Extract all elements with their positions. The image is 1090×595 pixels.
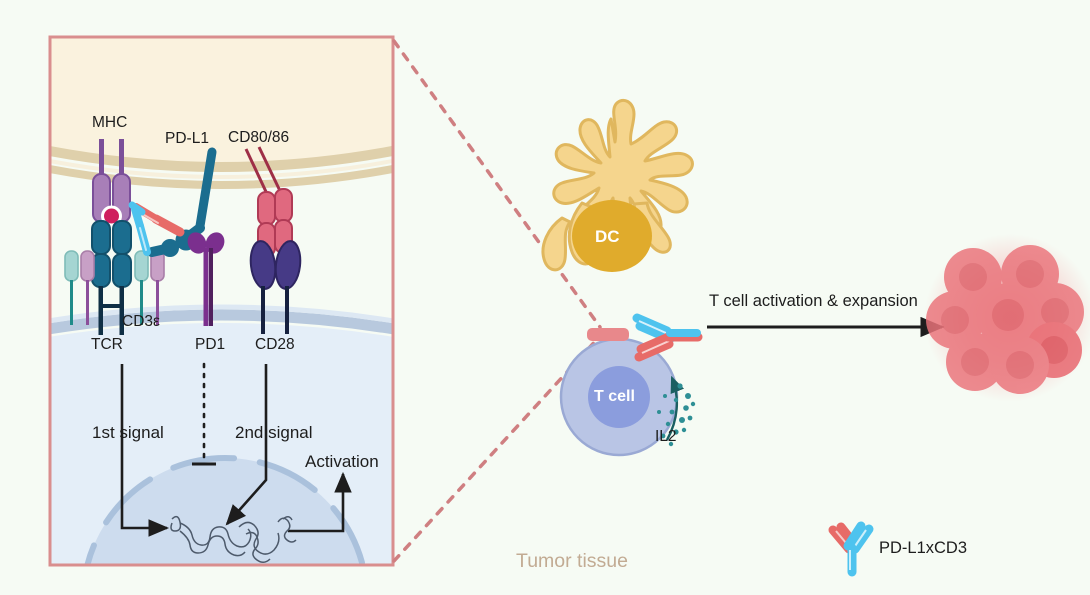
inset-tcell [50,304,393,565]
activation-arrow [288,471,352,533]
first-signal-arrow [120,364,170,537]
dendritic-cell [541,98,694,272]
label-activation: Activation [305,452,379,471]
inset-border [48,35,395,567]
connector-top [392,39,602,329]
legend-antibody-icon [828,521,874,577]
label-il2: IL2 [655,428,677,445]
label-dc: DC [595,227,620,246]
label-pd1: PD1 [195,336,226,353]
molecule-cd3-right [134,250,165,325]
scene-tcell-nucleus [588,366,650,428]
il2-dots [657,383,696,447]
label-tumor-tissue: Tumor tissue [516,550,628,572]
molecule-cd28 [249,240,302,334]
label-mhc: MHC [92,114,128,131]
zoom-connector-lines [392,39,602,563]
molecule-tcr [91,220,132,335]
molecule-cd3-left [64,250,95,325]
label-cd28: CD28 [255,336,295,353]
inset-panel [48,35,395,567]
label-tcell: T cell [594,388,635,405]
label-pdl1: PD-L1 [165,130,209,147]
cluster-cells [926,245,1084,394]
il2-secretion [657,375,696,447]
dc-nucleus [572,200,652,272]
inset-tumor-cell [50,37,393,189]
dna-strand [170,515,297,563]
molecule-pd1 [187,232,225,326]
pdl1-bar [587,328,629,341]
second-signal-arrow [225,364,268,526]
antibody-pdl1xcd3-synapse [128,201,185,256]
tcell-cluster [924,234,1090,402]
label-cd8086: CD80/86 [228,129,290,146]
label-tcr: TCR [91,336,123,353]
tcell-nucleus [87,458,363,565]
antibody-pdl1xcd3-scene [632,313,703,362]
label-legend-antibody: PD-L1xCD3 [879,539,968,557]
label-cd3e: CD3ε [122,313,160,330]
label-process-arrow: T cell activation & expansion [709,292,918,310]
signal-arrows [120,362,352,537]
mhc-peptide [101,205,122,227]
scene-tcell [559,328,679,457]
connector-bottom [392,334,602,563]
label-first-signal: 1st signal [92,423,164,442]
label-second-signal: 2nd signal [235,423,313,442]
